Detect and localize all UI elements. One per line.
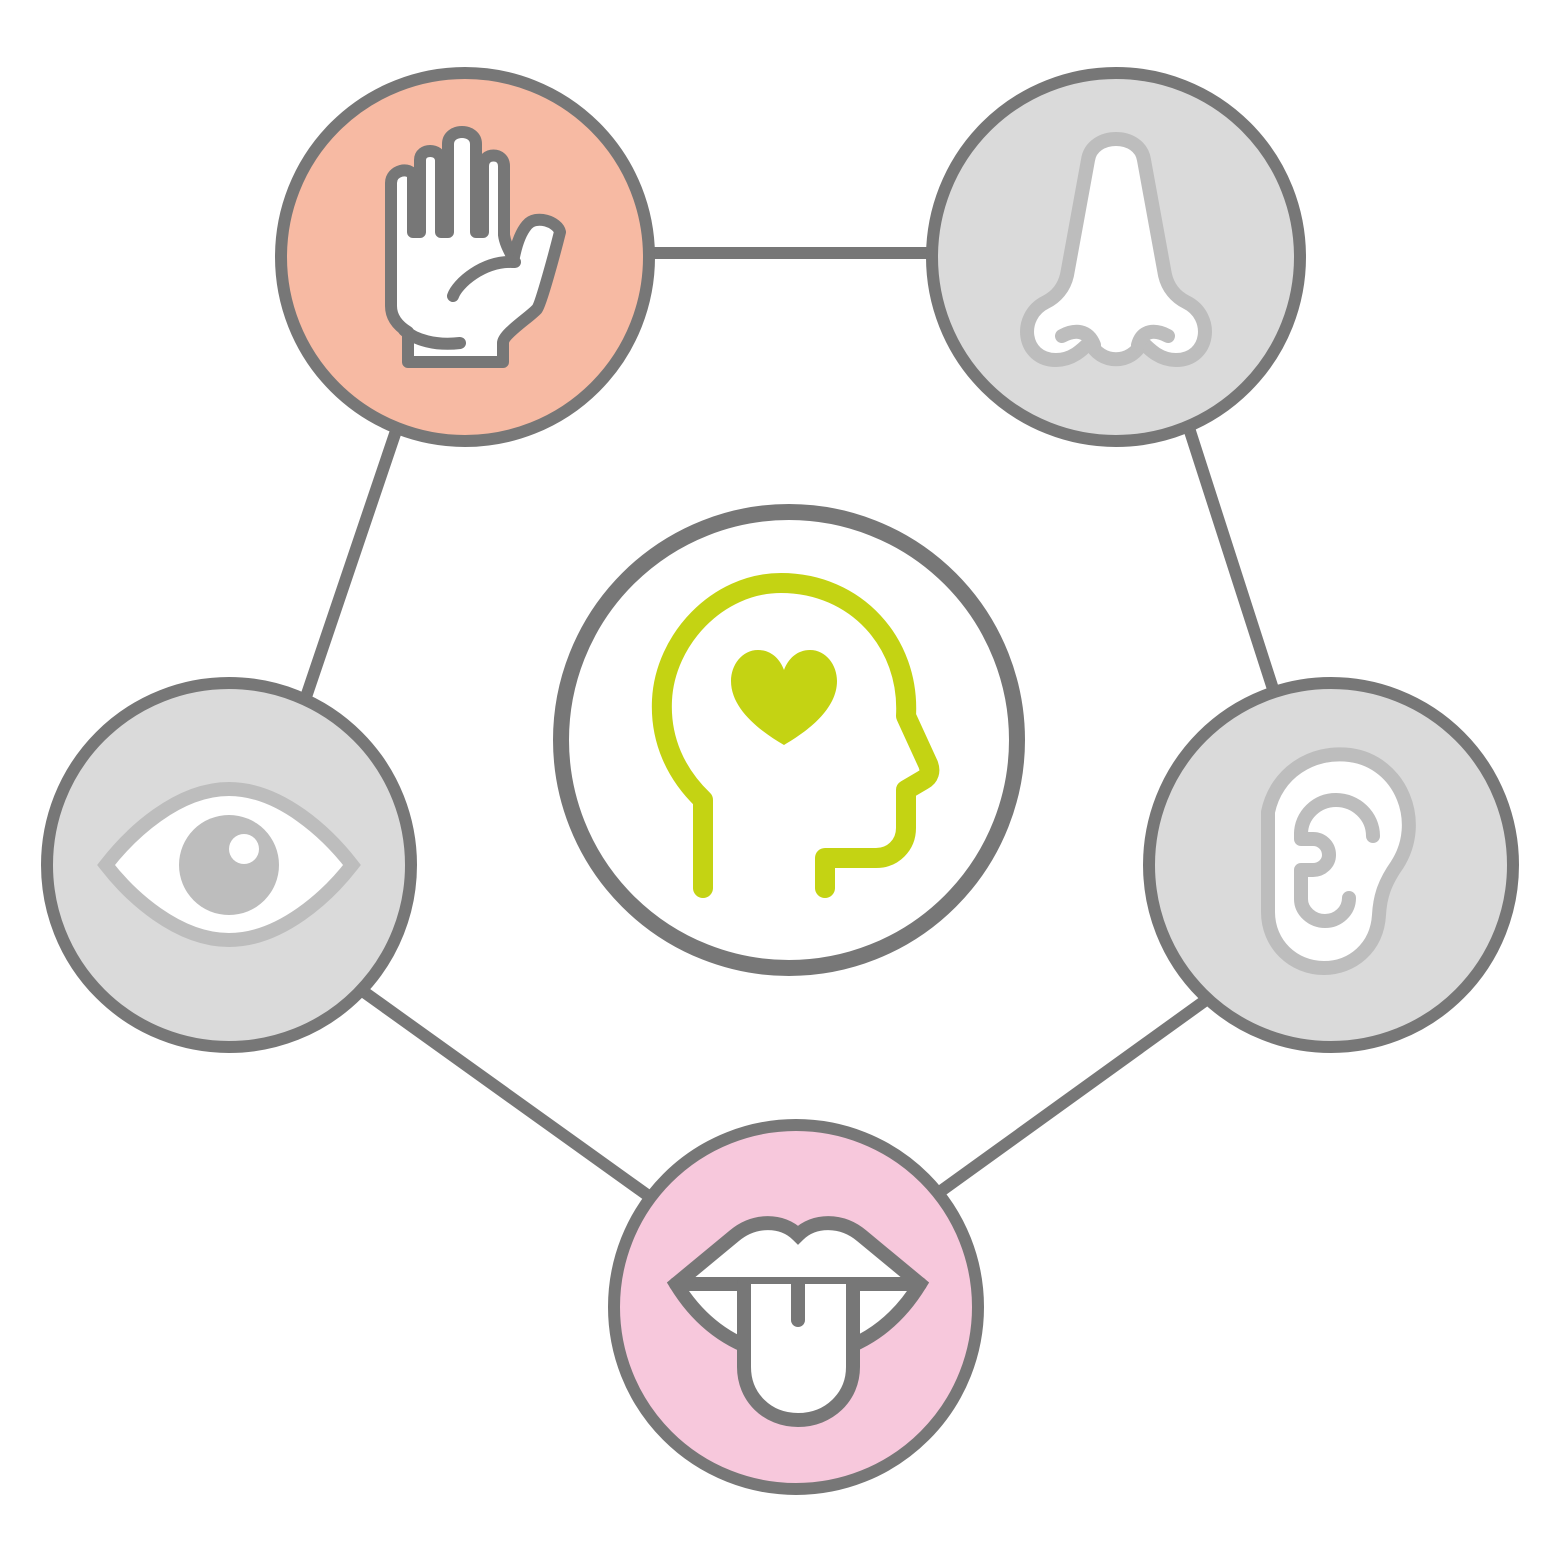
heart-icon	[731, 650, 837, 745]
eye-highlight	[229, 834, 259, 864]
connector-hand-eye	[300, 423, 404, 699]
head-heart-icon	[651, 573, 940, 898]
node-taste	[608, 1119, 984, 1495]
eye-iris	[179, 815, 279, 915]
connector-mouth-ear	[937, 995, 1210, 1196]
node-smell	[926, 67, 1306, 447]
mouth-tongue-icon	[666, 1216, 930, 1428]
connector-eye-mouth	[360, 987, 654, 1202]
nose-icon	[1020, 132, 1212, 367]
connector-lines	[300, 247, 1279, 1202]
ear-icon	[1261, 747, 1416, 975]
eye-icon	[97, 781, 361, 948]
node-touch	[275, 67, 655, 447]
node-hearing	[1143, 677, 1519, 1053]
node-sight	[41, 677, 417, 1053]
connector-nose-ear	[1182, 423, 1279, 691]
node-center	[553, 504, 1025, 976]
hand-icon	[385, 126, 566, 368]
